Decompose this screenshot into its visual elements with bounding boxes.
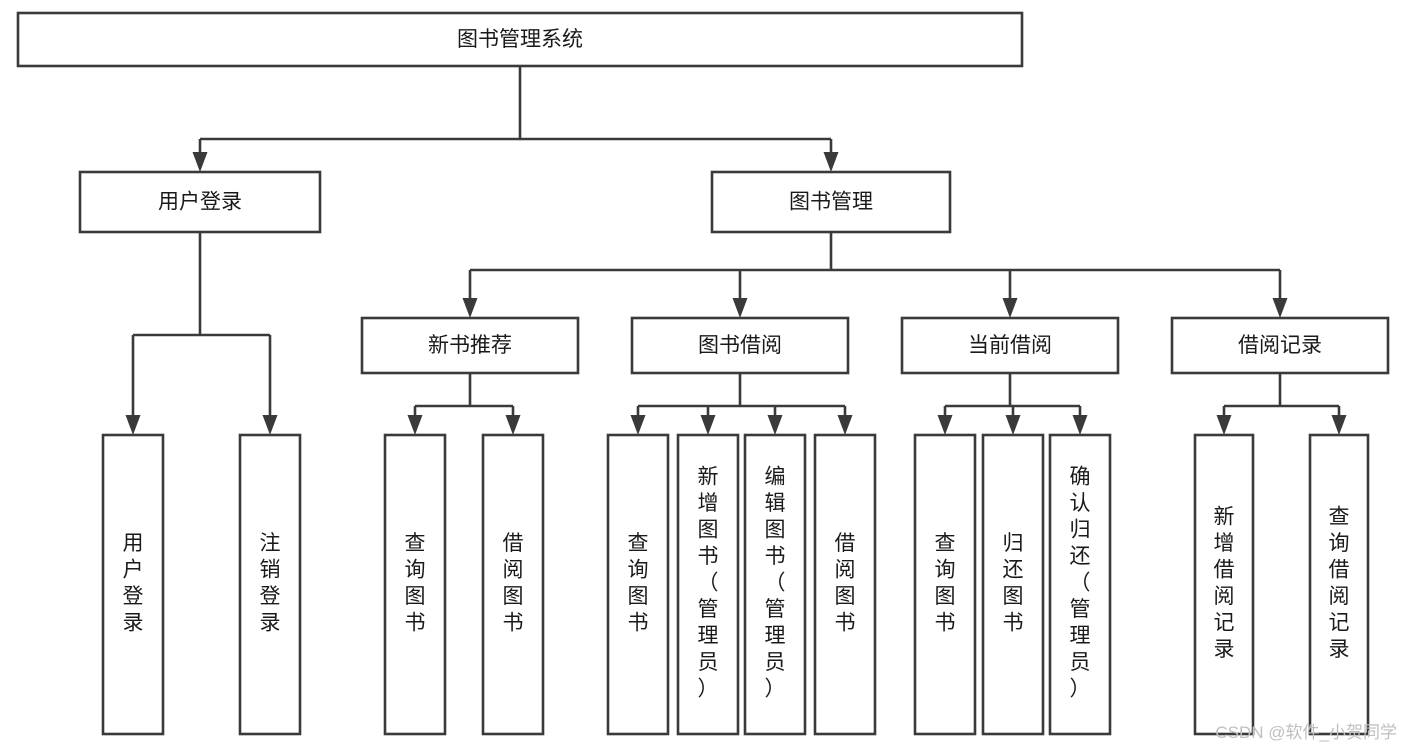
node-current-borrow[interactable]: 当前借阅 [900,316,1120,375]
node-new-book-recommend[interactable]: 新书推荐 [360,316,580,375]
node-book-manage-label: 图书管理 [789,191,873,214]
node-root-box[interactable] [16,11,1024,68]
arrow-head-icon [630,415,646,435]
node-leaf-borrow-book-1-box[interactable] [481,433,545,736]
node-leaf-query-book-2-label: 查询图书 [628,532,649,635]
arrow-head-icon [1216,415,1232,435]
node-leaf-borrow-book-1-label: 借阅图书 [503,532,524,635]
node-leaf-edit-book-label: 编辑图书（管理员） [765,466,786,701]
node-leaf-add-book-label: 新增图书（管理员） [698,466,719,701]
node-new-book-recommend-label: 新书推荐 [428,334,512,357]
node-leaf-query-book-3-box[interactable] [913,433,977,736]
node-leaf-query-book-3[interactable]: 查询图书 [913,433,977,736]
node-book-manage-box[interactable] [710,170,952,234]
node-borrow-record-label: 借阅记录 [1238,334,1322,357]
arrow-head-icon [407,415,423,435]
node-leaf-confirm-return-label: 确认归还（管理员） [1070,466,1091,701]
node-leaf-add-book-box[interactable] [676,433,740,736]
node-leaf-query-book-1-box[interactable] [383,433,447,736]
arrow-head-icon [1331,415,1347,435]
node-root[interactable]: 图书管理系统 [16,11,1024,68]
node-borrow-record[interactable]: 借阅记录 [1170,316,1390,375]
node-leaf-confirm-return[interactable]: 确认归还（管理员） [1048,433,1112,736]
node-leaf-borrow-book-2-label: 借阅图书 [835,532,856,635]
arrow-head-icon [1005,415,1021,435]
node-leaf-add-book[interactable]: 新增图书（管理员） [676,433,740,736]
arrow-head-icon [262,415,278,435]
node-leaf-return-book[interactable]: 归还图书 [981,433,1045,736]
node-leaf-query-book-1-label: 查询图书 [405,532,426,635]
node-new-book-recommend-box[interactable] [360,316,580,375]
node-root-label: 图书管理系统 [457,28,583,51]
node-leaf-logout[interactable]: 注销登录 [238,433,302,736]
node-user-login-box[interactable] [78,170,322,234]
arrow-head-icon [192,152,208,172]
connector-layer [125,66,1347,435]
arrow-head-icon [937,415,953,435]
node-leaf-add-record[interactable]: 新增借阅记录 [1193,433,1255,736]
node-user-login-label: 用户登录 [158,191,242,214]
node-leaf-query-book-2-box[interactable] [606,433,670,736]
node-leaf-edit-book-box[interactable] [743,433,807,736]
node-leaf-query-book-3-label: 查询图书 [935,532,956,635]
arrow-head-icon [837,415,853,435]
node-leaf-user-login[interactable]: 用户登录 [101,433,165,736]
arrow-head-icon [125,415,141,435]
node-leaf-add-record-label: 新增借阅记录 [1214,505,1235,661]
node-current-borrow-box[interactable] [900,316,1120,375]
node-leaf-query-book-1[interactable]: 查询图书 [383,433,447,736]
node-book-borrow[interactable]: 图书借阅 [630,316,850,375]
node-leaf-edit-book[interactable]: 编辑图书（管理员） [743,433,807,736]
arrow-head-icon [1072,415,1088,435]
node-leaf-return-book-label: 归还图书 [1003,532,1024,635]
node-leaf-user-login-box[interactable] [101,433,165,736]
arrow-head-icon [823,152,839,172]
node-leaf-logout-box[interactable] [238,433,302,736]
node-leaf-borrow-book-1[interactable]: 借阅图书 [481,433,545,736]
arrow-head-icon [1272,298,1288,318]
node-borrow-record-box[interactable] [1170,316,1390,375]
arrow-head-icon [700,415,716,435]
node-user-login[interactable]: 用户登录 [78,170,322,234]
node-book-borrow-label: 图书借阅 [698,334,782,357]
node-leaf-borrow-book-2[interactable]: 借阅图书 [813,433,877,736]
node-leaf-query-record[interactable]: 查询借阅记录 [1308,433,1370,736]
node-book-borrow-box[interactable] [630,316,850,375]
node-leaf-add-record-box[interactable] [1193,433,1255,736]
node-leaf-query-record-box[interactable] [1308,433,1370,736]
arrow-head-icon [505,415,521,435]
node-leaf-query-record-label: 查询借阅记录 [1329,505,1350,661]
node-current-borrow-label: 当前借阅 [968,334,1052,357]
arrow-head-icon [1002,298,1018,318]
arrow-head-icon [462,298,478,318]
node-leaf-return-book-box[interactable] [981,433,1045,736]
arrow-head-icon [767,415,783,435]
node-book-manage[interactable]: 图书管理 [710,170,952,234]
node-leaf-query-book-2[interactable]: 查询图书 [606,433,670,736]
arrow-head-icon [732,298,748,318]
node-leaf-borrow-book-2-box[interactable] [813,433,877,736]
node-leaf-confirm-return-box[interactable] [1048,433,1112,736]
node-leaf-logout-label: 注销登录 [260,532,281,635]
node-leaf-user-login-label: 用户登录 [123,532,144,635]
